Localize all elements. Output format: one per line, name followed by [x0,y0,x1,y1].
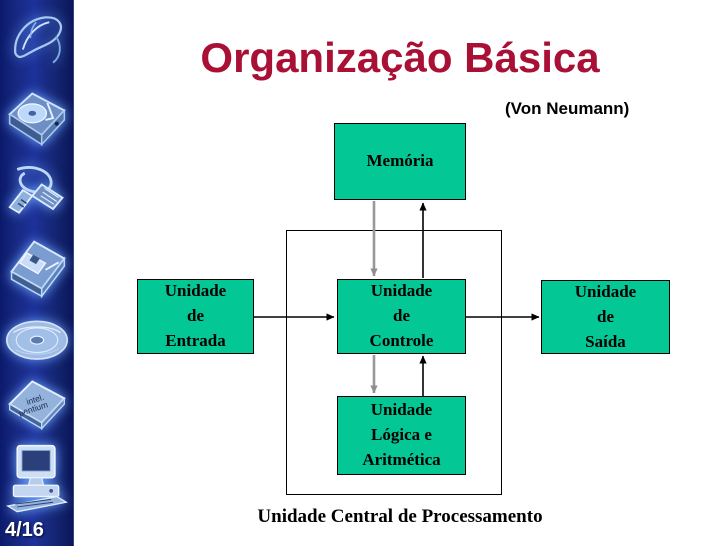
diagram-caption: Unidade Central de Processamento [257,506,543,527]
block-controle-line-1: Unidade [370,281,433,301]
block-unidade-saida[interactable]: Unidade de Saída [541,280,670,354]
block-unidade-logica-aritmetica[interactable]: Unidade Lógica e Aritmética [337,396,466,475]
desktop-computer-icon [4,440,70,515]
block-saida-line-2: de [597,306,614,326]
mouse-icon [4,8,70,74]
cpu-enclosure-frame [286,230,502,495]
block-entrada-line-2: de [187,306,204,326]
block-saida-line-1: Unidade [574,281,637,301]
decorative-sidebar: intel. pentium 4/16 [0,0,80,546]
block-entrada-line-3: Entrada [165,331,226,350]
block-unidade-controle[interactable]: Unidade de Controle [337,279,466,354]
page-title: Organização Básica [200,34,600,81]
block-ula-line-2: Lógica e [371,425,432,444]
block-unidade-entrada[interactable]: Unidade de Entrada [137,279,254,354]
block-entrada-line-1: Unidade [164,281,227,301]
cable-connector-icon [4,160,70,226]
block-saida-line-3: Saída [585,331,626,351]
block-ula-line-1: Unidade [370,400,433,420]
cd-disc-icon [4,310,70,376]
floppy-disk-icon [4,234,70,300]
block-memoria[interactable]: Memória [334,123,466,200]
page-subtitle: (Von Neumann) [505,99,630,118]
cpu-chip-icon: intel. pentium [4,372,70,438]
block-controle-line-2: de [393,306,410,326]
hard-disk-icon [4,86,70,152]
page-number: 4/16 [5,519,44,541]
block-memoria-line-1: Memória [366,151,434,170]
block-controle-line-3: Controle [369,331,434,350]
block-ula-line-3: Aritmética [362,449,441,469]
